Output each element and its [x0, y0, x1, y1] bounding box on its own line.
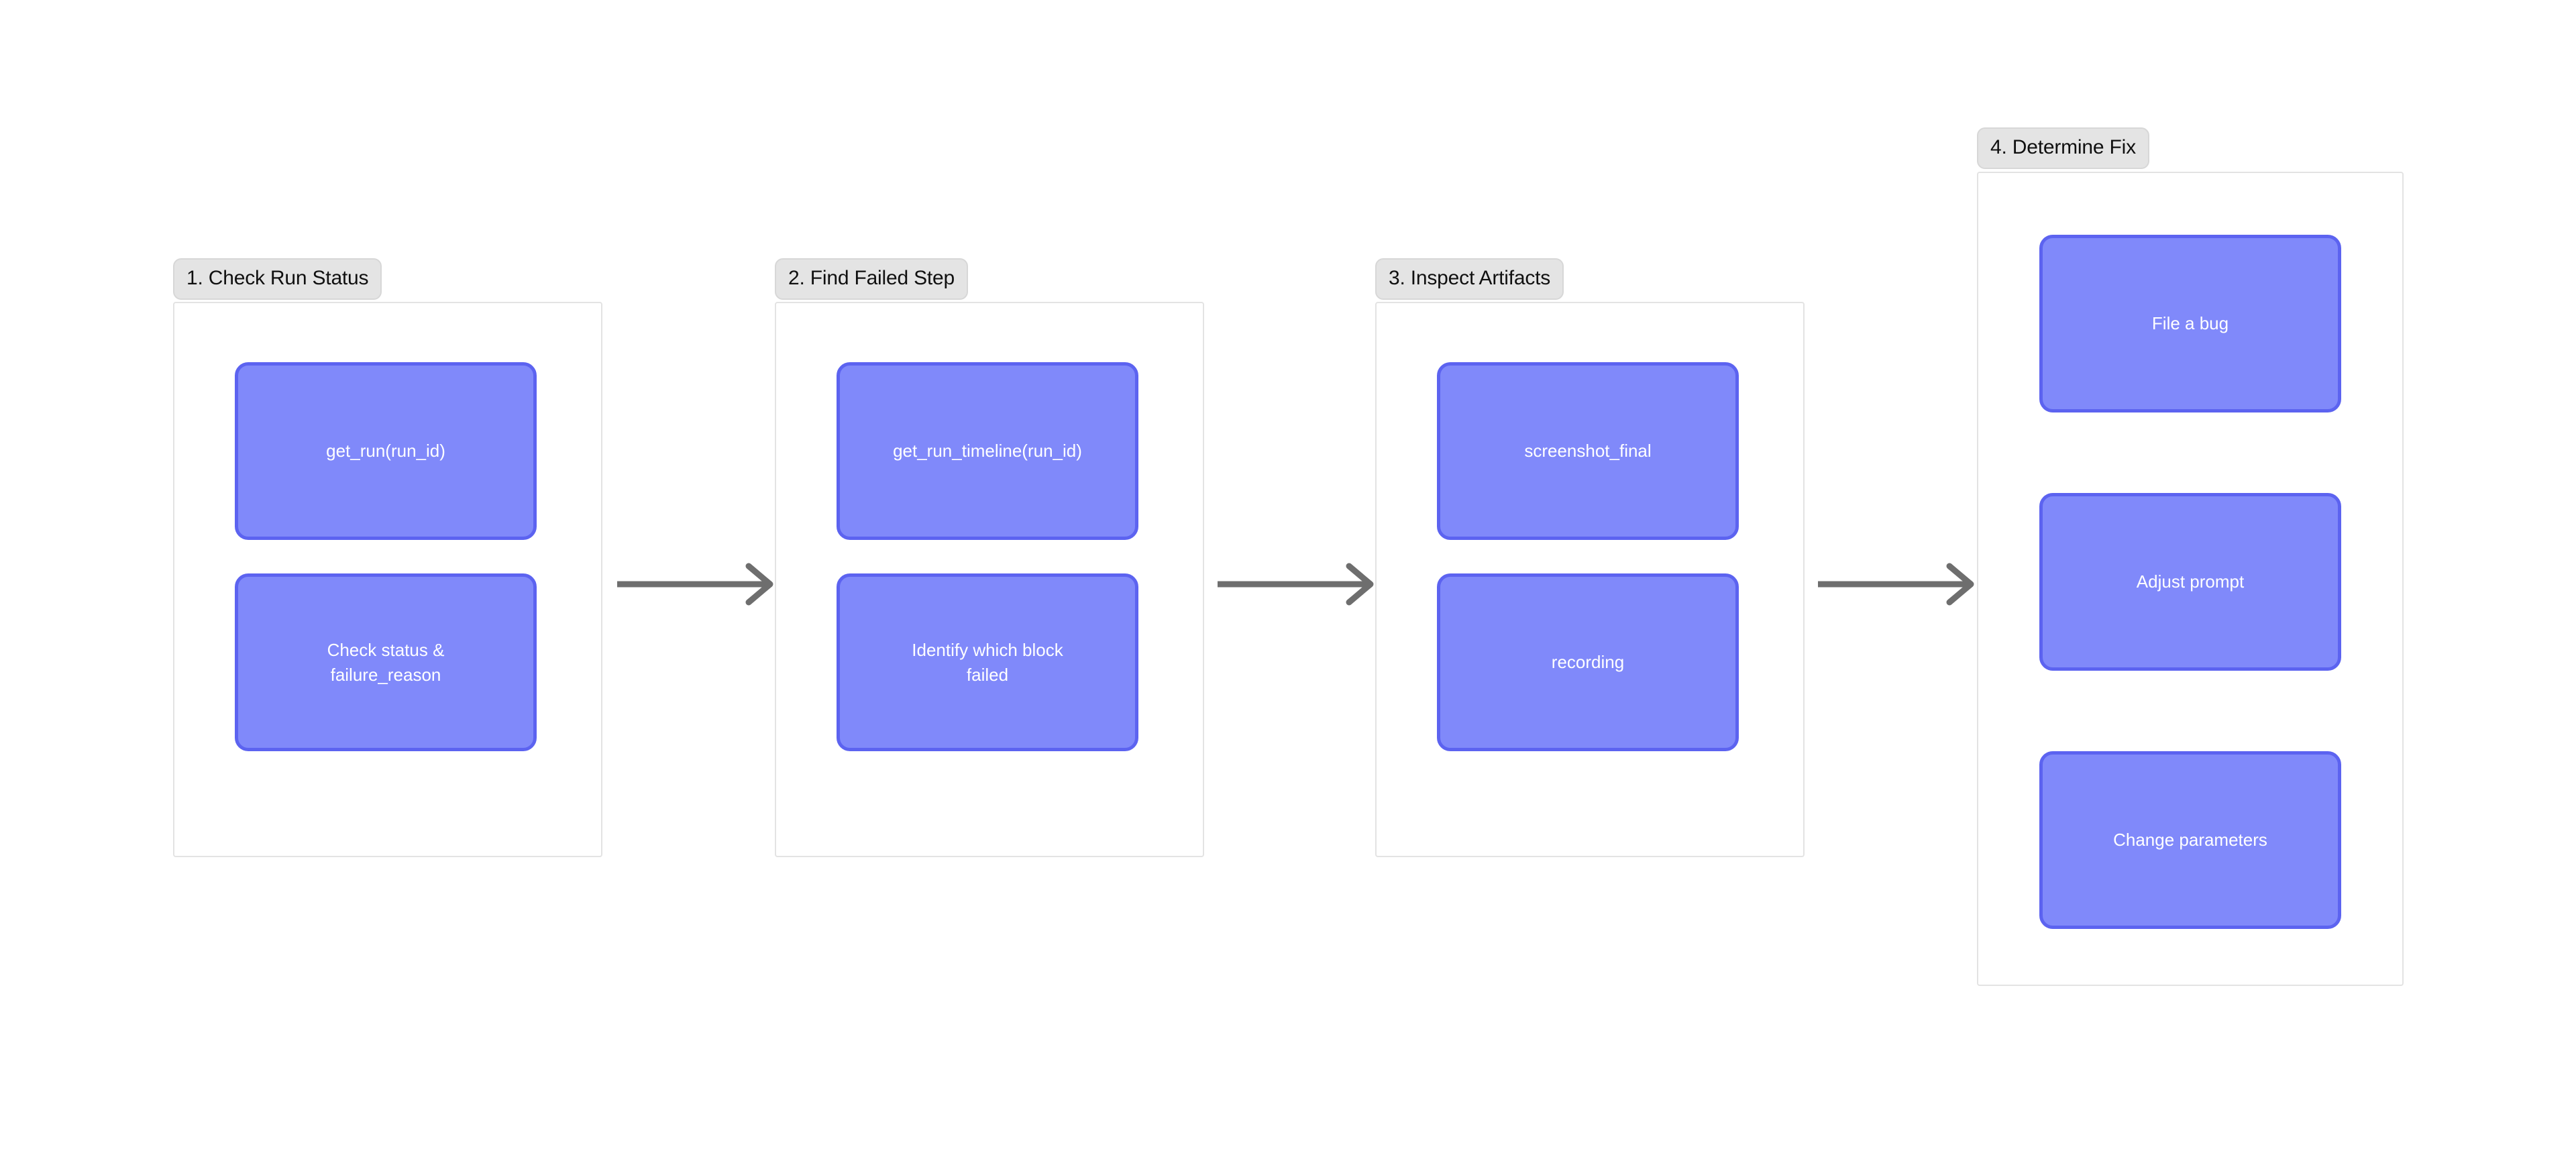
node-label-identify-which-block-failed: Identify which block failed — [912, 639, 1063, 685]
node-label-change-parameters: Change parameters — [2113, 830, 2267, 850]
group-determine-fix: 4. Determine Fix File a bug Adjust promp… — [1977, 127, 2404, 986]
node-change-parameters[interactable]: Change parameters — [2039, 751, 2341, 929]
node-get-run-timeline[interactable]: get_run_timeline(run_id) — [837, 362, 1138, 540]
node-label-get-run: get_run(run_id) — [326, 441, 445, 461]
group-label-inspect-artifacts: 3. Inspect Artifacts — [1375, 258, 1564, 300]
group-find-failed-step: 2. Find Failed Step get_run_timeline(run… — [775, 258, 1204, 857]
node-label-get-run-timeline: get_run_timeline(run_id) — [893, 441, 1082, 461]
node-label-recording: recording — [1551, 652, 1625, 673]
connector-arrow-3-to-4 — [1818, 557, 1979, 611]
node-identify-which-block-failed[interactable]: Identify which block failed — [837, 573, 1138, 751]
node-adjust-prompt[interactable]: Adjust prompt — [2039, 493, 2341, 671]
node-label-adjust-prompt: Adjust prompt — [2136, 571, 2245, 592]
group-label-find-failed-step: 2. Find Failed Step — [775, 258, 969, 300]
group-inspect-artifacts: 3. Inspect Artifacts screenshot_final re… — [1375, 258, 1805, 857]
node-label-screenshot-final: screenshot_final — [1524, 441, 1652, 461]
node-recording[interactable]: recording — [1437, 573, 1739, 751]
connector-arrow-1-to-2 — [617, 557, 778, 611]
group-label-determine-fix: 4. Determine Fix — [1977, 127, 2149, 169]
connector-arrow-2-to-3 — [1218, 557, 1379, 611]
group-check-run-status: 1. Check Run Status get_run(run_id) Chec… — [173, 258, 602, 857]
node-label-file-a-bug: File a bug — [2151, 313, 2229, 334]
node-screenshot-final[interactable]: screenshot_final — [1437, 362, 1739, 540]
group-label-check-run-status: 1. Check Run Status — [173, 258, 382, 300]
node-file-a-bug[interactable]: File a bug — [2039, 235, 2341, 412]
node-label-check-status-failure-reason: Check status & failure_reason — [327, 639, 445, 685]
node-check-status-failure-reason[interactable]: Check status & failure_reason — [235, 573, 537, 751]
node-get-run[interactable]: get_run(run_id) — [235, 362, 537, 540]
